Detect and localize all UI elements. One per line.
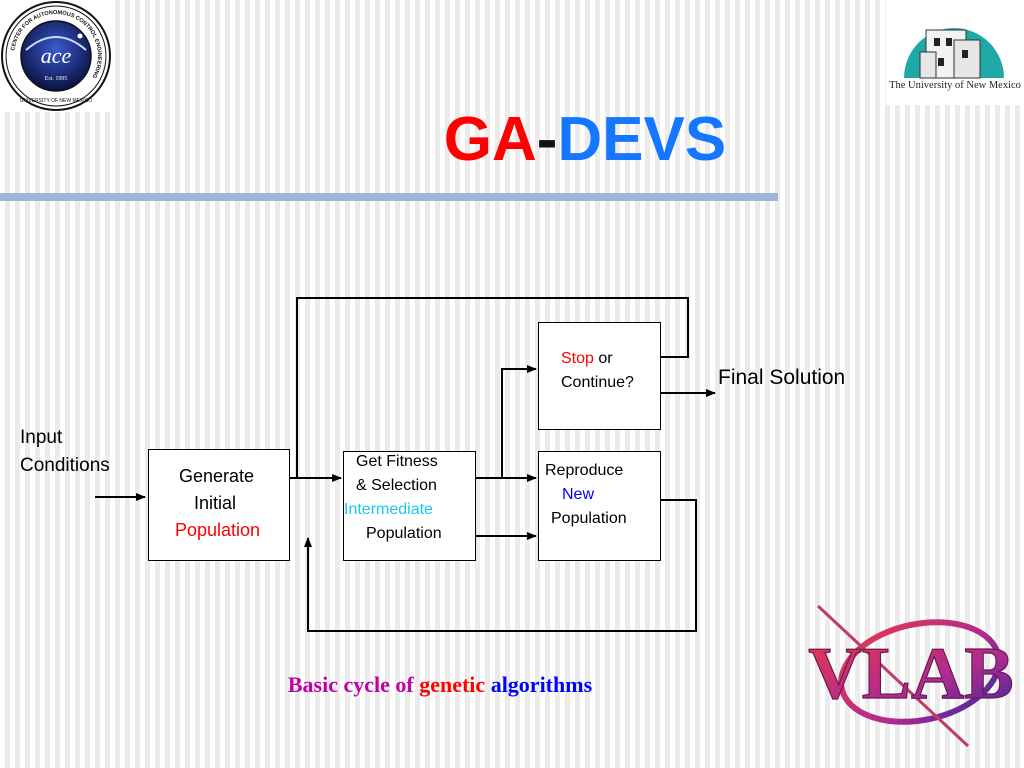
- page-title: GA-DEVS: [380, 104, 790, 176]
- stop-line2: Continue?: [561, 374, 634, 391]
- or-word: or: [593, 350, 613, 367]
- generate-line2: Initial: [194, 493, 237, 513]
- unm-logo: The University of New Mexico: [886, 0, 1024, 105]
- title-divider: [0, 193, 778, 201]
- stop-line1: Stop or: [561, 347, 613, 371]
- caption-part1: Basic cycle of: [287, 672, 420, 697]
- input-conditions-label: Input Conditions: [20, 424, 110, 480]
- generate-line1: Generate: [179, 466, 255, 486]
- ace-logo: ace Est. 1995 CENTER FOR AUTONOMOUS CONT…: [0, 0, 112, 112]
- title-devs: DEVS: [557, 105, 727, 174]
- reproduce-line1: Reproduce: [545, 462, 624, 479]
- unm-logo-graphic: [904, 28, 1004, 79]
- continue-loop-line: [296, 297, 689, 478]
- generate-population-box: Generate Initial Population: [148, 449, 290, 561]
- final-solution-label: Final Solution: [718, 366, 846, 389]
- fitness-to-stop-arrow: [476, 365, 537, 479]
- unm-logo-text: The University of New Mexico: [889, 80, 1021, 91]
- title-ga: GA: [443, 105, 537, 174]
- reproduce-line2: New: [562, 486, 595, 503]
- caption-part3: algorithms: [485, 672, 593, 697]
- ace-logo-graphic: ace Est. 1995 CENTER FOR AUTONOMOUS CONT…: [1, 1, 111, 111]
- generate-line3: Population: [175, 520, 261, 540]
- ace-logo-bottom-text: UNIVERSITY OF NEW MEXICO: [20, 98, 93, 104]
- ace-logo-text: ace: [41, 43, 72, 68]
- input-label-line2: Conditions: [20, 455, 110, 476]
- title-separator: -: [536, 105, 558, 174]
- fitness-selection-box: Get Fitness & Selection Intermediate Pop…: [343, 451, 476, 561]
- reproduce-population-box: Reproduce New Population: [538, 451, 661, 561]
- stop-word: Stop: [561, 350, 594, 367]
- vlab-logo-text: VLAB: [808, 633, 1014, 715]
- fitness-line3: Intermediate: [344, 501, 433, 518]
- caption-part2: genetic: [419, 672, 486, 697]
- fitness-line4: Population: [366, 525, 442, 542]
- reproduce-loop-arrow: [304, 499, 697, 632]
- vlab-logo: VLAB: [808, 600, 1014, 750]
- fitness-line2: & Selection: [356, 477, 437, 494]
- fitness-line1: Get Fitness: [356, 453, 438, 470]
- vlab-logo-graphic: VLAB: [808, 604, 1014, 748]
- diagram-caption: Basic cycle of genetic algorithms: [210, 672, 670, 698]
- reproduce-line3: Population: [551, 510, 627, 527]
- input-label-line1: Input: [20, 427, 63, 448]
- ace-logo-est: Est. 1995: [45, 76, 68, 82]
- stop-or-continue-box: Stop or Continue?: [538, 322, 661, 430]
